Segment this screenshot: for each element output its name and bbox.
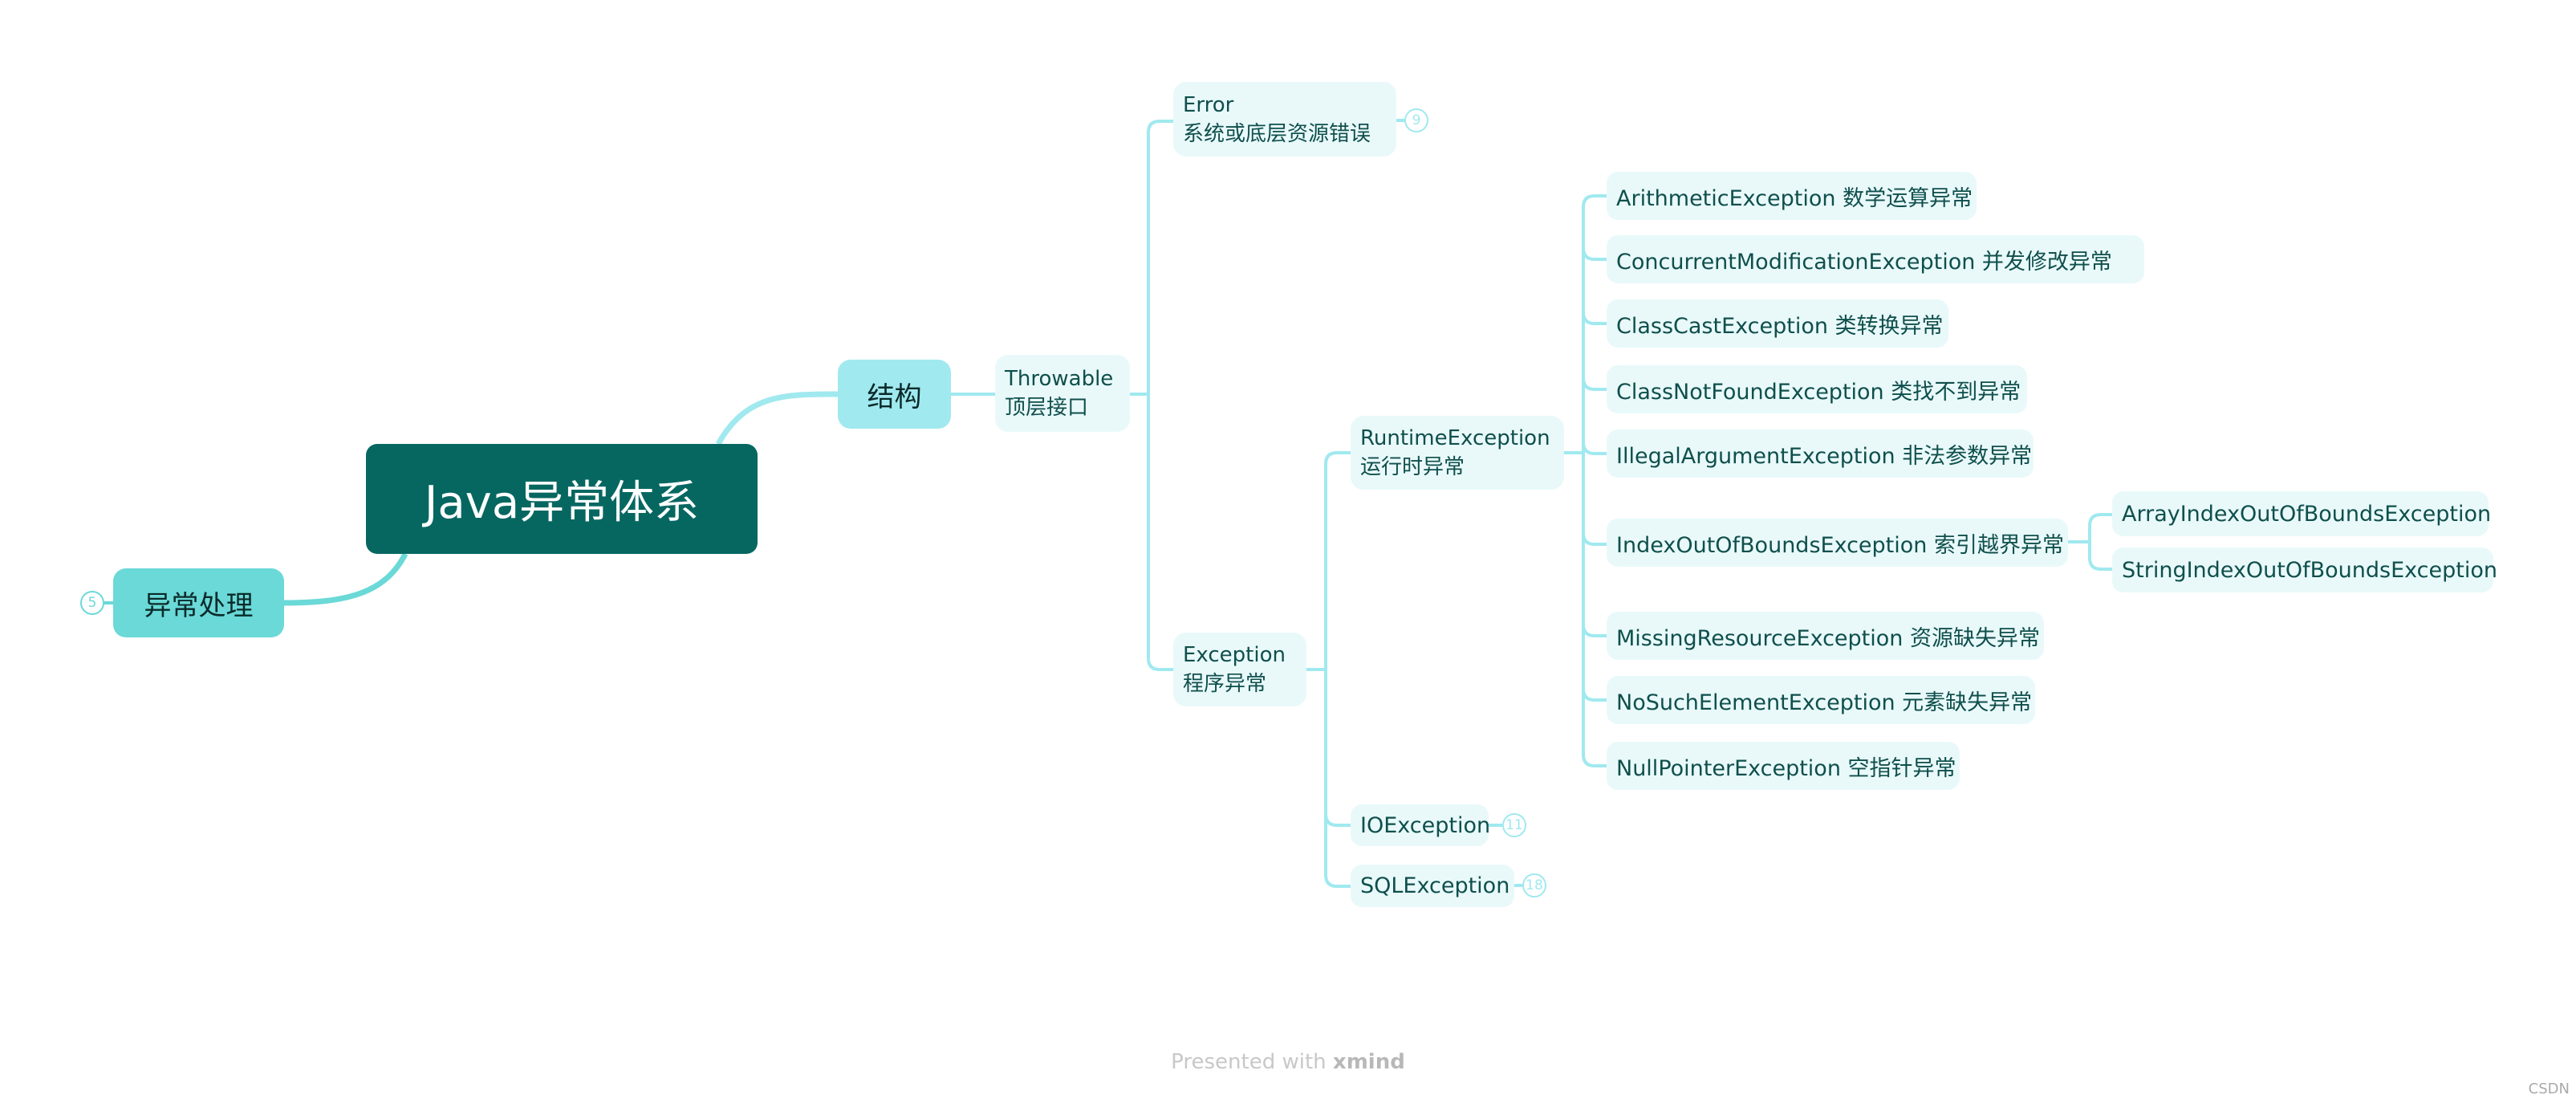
topic-label: IndexOutOfBoundsException 索引越界异常: [1616, 532, 2064, 558]
topic-structure[interactable]: 结构: [838, 360, 951, 429]
topic-runtime-exception[interactable]: RuntimeException 运行时异常: [1351, 416, 1564, 490]
root-topic[interactable]: Java异常体系: [366, 444, 758, 554]
topic-runtime-child[interactable]: NullPointerException 空指针异常: [1607, 742, 1960, 790]
connector-runtime-children: [1582, 194, 1607, 767]
topic-exception-handling[interactable]: 异常处理: [113, 568, 284, 637]
topic-label: 异常处理: [144, 589, 254, 622]
topic-runtime-child[interactable]: ArithmeticException 数学运算异常: [1607, 172, 1977, 220]
collapse-count-badge[interactable]: 9: [1404, 108, 1428, 132]
topic-line: 系统或底层资源错误: [1183, 121, 1371, 146]
topic-line: 顶层接口: [1005, 396, 1089, 420]
topic-label: ArithmeticException 数学运算异常: [1616, 185, 1973, 211]
topic-runtime-child[interactable]: NoSuchElementException 元素缺失异常: [1607, 676, 2035, 724]
topic-index-child[interactable]: StringIndexOutOfBoundsException: [2112, 547, 2497, 592]
topic-label: ArrayIndexOutOfBoundsException: [2122, 501, 2492, 527]
collapse-count-badge[interactable]: 18: [1522, 873, 1546, 897]
topic-label: IllegalArgumentException 非法参数异常: [1616, 443, 2033, 469]
connector-root-left: [283, 552, 408, 606]
topic-error[interactable]: Error 系统或底层资源错误: [1173, 82, 1396, 157]
root-title: Java异常体系: [424, 477, 700, 529]
collapse-count-badge[interactable]: 5: [80, 591, 104, 615]
topic-runtime-child[interactable]: ClassCastException 类转换异常: [1607, 299, 1948, 348]
topic-line: 运行时异常: [1360, 455, 1465, 479]
topic-label: 结构: [867, 381, 922, 413]
topic-line: Error: [1183, 92, 1234, 117]
watermark: CSDN: [2528, 1081, 2570, 1097]
xmind-brand: xmind: [1332, 1050, 1405, 1074]
topic-line: 程序异常: [1183, 672, 1267, 696]
topic-line: Exception: [1183, 643, 1286, 667]
topic-label: StringIndexOutOfBoundsException: [2122, 557, 2497, 583]
topic-throwable[interactable]: Throwable 顶层接口: [995, 355, 1130, 432]
topic-label: MissingResourceException 资源缺失异常: [1616, 625, 2040, 651]
topic-label: IOException: [1360, 812, 1491, 838]
topic-label: NullPointerException 空指针异常: [1616, 755, 1956, 781]
topic-runtime-child[interactable]: IndexOutOfBoundsException 索引越界异常: [1607, 519, 2068, 567]
collapse-count-badge[interactable]: 11: [1502, 813, 1526, 837]
topic-line: RuntimeException: [1360, 426, 1550, 450]
topic-runtime-child[interactable]: ClassNotFoundException 类找不到异常: [1607, 365, 2027, 413]
topic-label: ClassCastException 类转换异常: [1616, 313, 1944, 339]
topic-line: Throwable: [1005, 367, 1114, 391]
connector-error: [1147, 120, 1173, 671]
topic-runtime-child[interactable]: ConcurrentModificationException 并发修改异常: [1607, 235, 2144, 283]
topic-label: NoSuchElementException 元素缺失异常: [1616, 690, 2033, 715]
topic-sql-exception[interactable]: SQLException: [1351, 865, 1514, 907]
connector-root-structure: [715, 391, 839, 446]
topic-label: ConcurrentModificationException 并发修改异常: [1616, 249, 2112, 275]
topic-runtime-child[interactable]: MissingResourceException 资源缺失异常: [1607, 612, 2044, 660]
topic-label: SQLException: [1360, 873, 1510, 898]
topic-io-exception[interactable]: IOException: [1351, 804, 1491, 846]
presented-with-footer: Presented with xmind: [0, 1050, 2576, 1074]
footer-text: Presented with: [1171, 1050, 1327, 1074]
topic-index-child[interactable]: ArrayIndexOutOfBoundsException: [2112, 491, 2492, 536]
connector-index-children: [2068, 513, 2112, 571]
topic-label: ClassNotFoundException 类找不到异常: [1616, 379, 2021, 405]
topic-exception[interactable]: Exception 程序异常: [1173, 633, 1306, 706]
connector-exception-children: [1324, 451, 1351, 888]
topic-runtime-child[interactable]: IllegalArgumentException 非法参数异常: [1607, 429, 2034, 478]
